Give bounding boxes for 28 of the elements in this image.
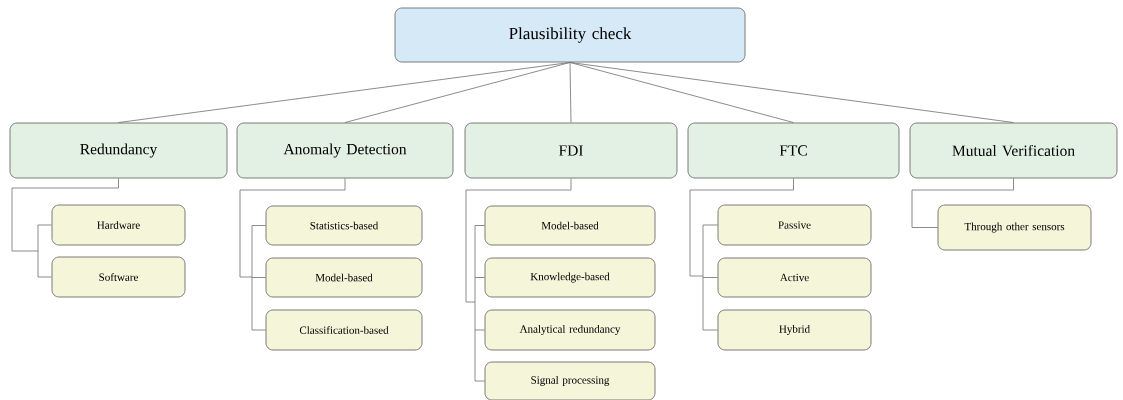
leaf-box: Hardware bbox=[51, 204, 186, 246]
category-box: Mutual Verification bbox=[909, 122, 1118, 179]
leaf-box: Signal processing bbox=[484, 361, 656, 400]
category-box: FTC bbox=[687, 122, 900, 179]
category-box: FDI bbox=[464, 122, 678, 179]
connector bbox=[689, 178, 794, 331]
leaf-box: Through other sensors bbox=[937, 204, 1092, 251]
leaf-box: Model-based bbox=[265, 257, 423, 298]
connector bbox=[911, 178, 1014, 228]
connector bbox=[11, 178, 119, 278]
connector bbox=[569, 62, 572, 123]
leaf-box: Model-based bbox=[484, 205, 656, 246]
leaf-box: Knowledge-based bbox=[484, 257, 656, 298]
connector bbox=[344, 62, 571, 123]
connector bbox=[569, 62, 1014, 123]
connector bbox=[465, 178, 572, 382]
leaf-box: Passive bbox=[717, 204, 872, 246]
connector bbox=[569, 62, 794, 123]
leaf-box: Hybrid bbox=[717, 309, 872, 351]
category-box: Anomaly Detection bbox=[236, 122, 454, 179]
leaf-box: Software bbox=[51, 256, 186, 298]
leaf-box: Classification-based bbox=[265, 309, 423, 351]
leaf-box: Analytical redundancy bbox=[484, 309, 656, 351]
root-box: Plausibility check bbox=[394, 7, 746, 63]
connector bbox=[239, 178, 346, 331]
leaf-box: Statistics-based bbox=[265, 205, 423, 246]
leaf-box: Active bbox=[717, 257, 872, 298]
category-box: Redundancy bbox=[9, 122, 228, 179]
